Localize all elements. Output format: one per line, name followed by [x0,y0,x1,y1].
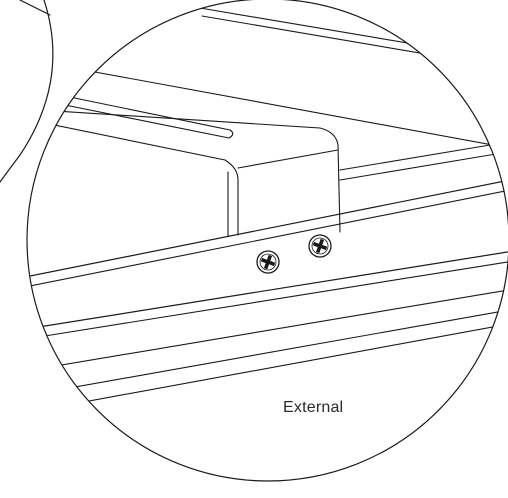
detail-circle [26,0,508,482]
phillips-screw-icon [256,250,280,274]
bracket-slot [59,94,234,139]
front-face-bottom [27,249,508,331]
background-callout-arc [0,0,54,183]
lower-channel-line [27,287,508,373]
rear-channel-line [339,149,508,181]
bracket-corner [224,159,239,236]
top-rail-line [199,7,508,63]
external-label: External [283,399,344,416]
phillips-screw-icon [308,234,332,258]
bracket-front-edge [29,119,226,161]
background-callout-arc-inner [19,0,51,16]
front-face-top [27,177,508,279]
bracket-top-outline [39,109,341,233]
back-panel-edge [94,71,508,151]
front-face-top-inner [27,187,508,289]
top-rail-line [201,15,508,71]
front-face-bottom-inner [27,259,508,341]
bracket-top-right [237,149,339,169]
detail-contents [27,7,508,411]
lower-channel-line [39,321,508,411]
lower-channel-line [29,307,508,396]
